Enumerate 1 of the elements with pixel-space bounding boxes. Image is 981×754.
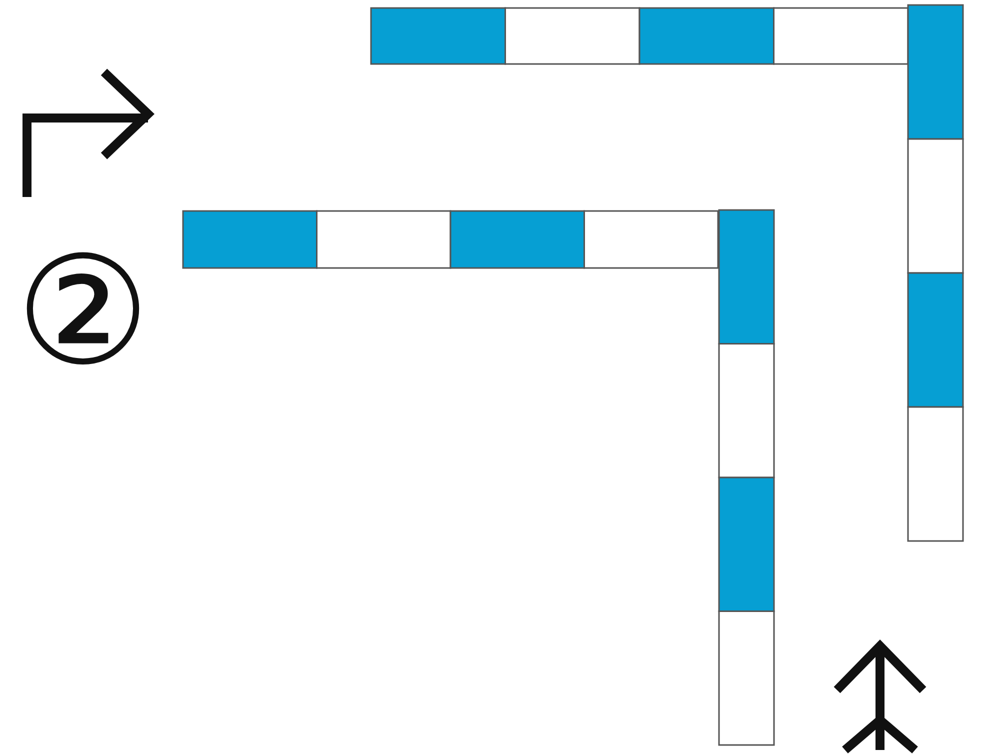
- callout-number: ②: [14, 224, 152, 401]
